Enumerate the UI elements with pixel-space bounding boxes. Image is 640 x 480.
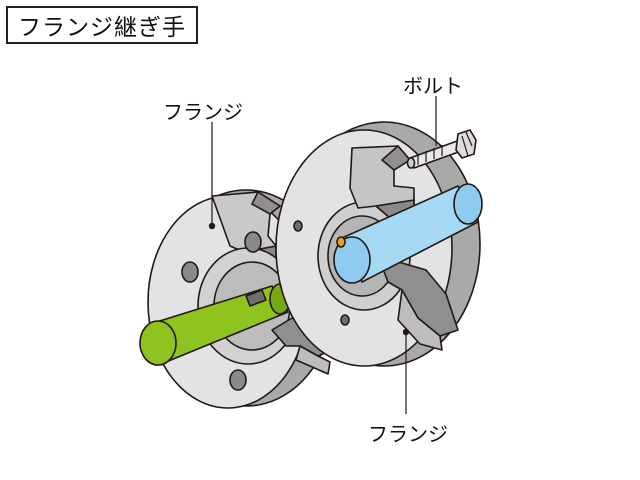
label-flange-left: フランジ: [163, 100, 243, 124]
bolt: [406, 129, 477, 169]
leader-lines: [211, 96, 437, 414]
label-flange-right: フランジ: [368, 422, 448, 446]
shaft-green: [139, 283, 291, 366]
key-dot: [336, 236, 346, 248]
page-title: フランジ継ぎ手: [18, 15, 186, 41]
label-bolt: ボルト: [403, 74, 463, 98]
shaft-blue: [333, 183, 483, 284]
title-box: フランジ継ぎ手: [6, 6, 198, 44]
